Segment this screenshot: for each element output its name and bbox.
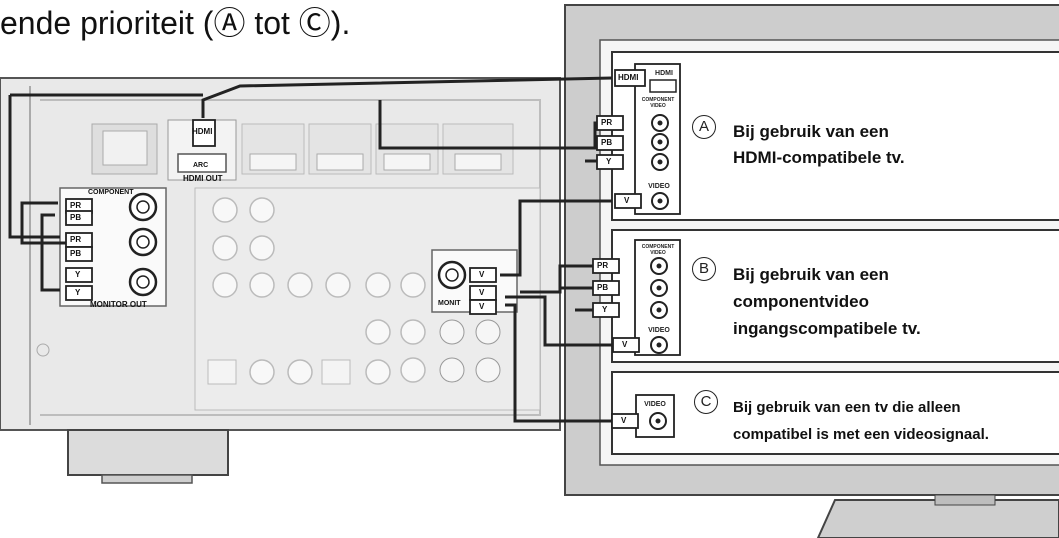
option-a-line2: HDMI-compatibele tv. (733, 148, 905, 167)
plug-pr-label: PR (601, 118, 613, 127)
tv-hdmi-label: HDMI (655, 70, 673, 77)
plug-y-label: Y (75, 270, 81, 279)
plug-y-label: Y (75, 288, 81, 297)
option-b-line1: Bij gebruik van een (733, 265, 889, 284)
plug-pb-label: PB (70, 213, 82, 222)
option-c-marker: C (694, 390, 718, 414)
plug-v-label: V (621, 416, 627, 425)
tv-hdmi-plug-label: HDMI (618, 73, 639, 82)
hdmi-out-label: HDMI OUT (183, 174, 223, 183)
plug-pb-label: PB (597, 283, 609, 292)
plug-pr-label: PR (70, 235, 82, 244)
option-c-line1: Bij gebruik van een tv die alleen (733, 399, 961, 416)
monitor-out-label: MONITOR OUT (90, 300, 147, 309)
tv-frame (564, 4, 1059, 538)
plug-v-label: V (622, 340, 628, 349)
option-c-line2: compatibel is met een videosignaal. (733, 426, 989, 443)
option-a-marker: A (692, 115, 716, 139)
plug-v-label: V (479, 302, 485, 311)
plug-v-label: V (479, 270, 485, 279)
monit-label: MONIT (438, 300, 461, 307)
hdmi-plug-badge: HDMI (192, 127, 213, 136)
plug-y-label: Y (606, 157, 612, 166)
plug-pr-label: PR (70, 201, 82, 210)
plug-y-label: Y (602, 305, 608, 314)
tv-video-label-c: VIDEO (644, 401, 666, 408)
plug-v-label: V (624, 196, 630, 205)
option-b-line3: ingangscompatibele tv. (733, 319, 921, 338)
plug-pb-label: PB (70, 249, 82, 258)
heading-text: ende prioriteit (Ⓐ tot Ⓒ). (0, 5, 351, 41)
plug-pr-label: PR (597, 261, 609, 270)
tv-video-label-a: VIDEO (648, 183, 670, 190)
arc-label: ARC (193, 162, 209, 169)
tv-component-video-label-b: COMPONENT VIDEO (641, 244, 675, 256)
component-label: COMPONENT (88, 189, 134, 196)
tv-video-label-b: VIDEO (648, 327, 670, 334)
plug-pb-label: PB (601, 138, 613, 147)
option-b-line2: componentvideo (733, 292, 870, 311)
option-a-line1: Bij gebruik van een (733, 122, 889, 141)
option-b-marker: B (692, 257, 716, 281)
plug-v-label: V (479, 288, 485, 297)
tv-component-video-label-a: COMPONENT VIDEO (641, 97, 675, 109)
